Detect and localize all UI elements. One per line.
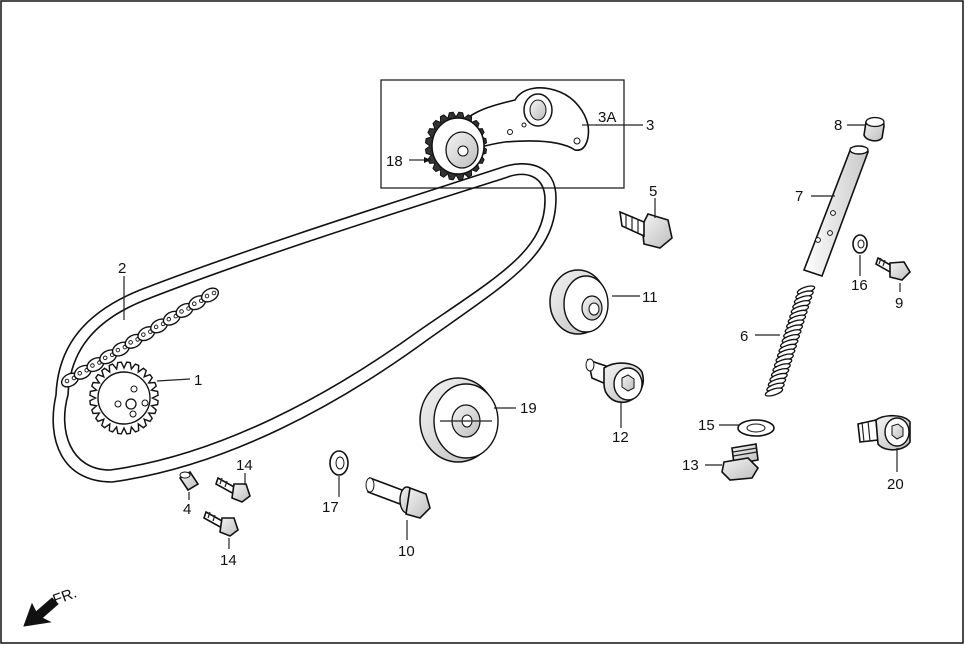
callout-4: 4 <box>183 501 191 518</box>
callout-5: 5 <box>649 183 657 200</box>
washer-17 <box>329 450 349 476</box>
sealing-washer-15 <box>737 419 775 437</box>
flange-bolt-10 <box>365 476 431 519</box>
front-indicator-text: FR. <box>51 585 80 609</box>
callout-1: 1 <box>194 372 202 389</box>
callout-9: 9 <box>895 295 903 312</box>
dowel-pin-4 <box>178 470 200 492</box>
callout-20: 20 <box>887 476 904 493</box>
cam-chain <box>52 163 557 483</box>
callout-14-upper: 14 <box>236 457 253 474</box>
guide-roller-19 <box>419 377 499 463</box>
front-direction-arrow: FR. <box>23 585 80 627</box>
pivot-bolt-12 <box>585 358 644 404</box>
callout-11: 11 <box>642 289 658 306</box>
callout-3a: 3A <box>598 109 616 126</box>
tensioner-assembly-box <box>380 79 625 189</box>
bolt-9 <box>875 256 912 281</box>
callout-14-lower: 14 <box>220 552 237 569</box>
callout-7: 7 <box>795 188 803 205</box>
tensioner-arm <box>454 87 590 157</box>
flange-bolt-5 <box>619 210 673 249</box>
callout-6: 6 <box>740 328 748 345</box>
cam-sprocket <box>89 361 159 435</box>
callout-16: 16 <box>851 277 868 294</box>
callout-10: 10 <box>398 543 415 560</box>
callout-3: 3 <box>646 117 654 134</box>
leader-lines <box>123 124 901 549</box>
bolt-14-upper <box>215 476 251 503</box>
rod-cap <box>863 116 885 142</box>
tensioner-rod <box>802 145 870 278</box>
tensioner-spring <box>764 285 816 397</box>
callout-19: 19 <box>520 400 537 417</box>
chain-link-segment <box>60 287 220 388</box>
callout-8: 8 <box>834 117 842 134</box>
callout-17: 17 <box>322 499 339 516</box>
tensioner-sprocket <box>424 111 488 181</box>
callout-12: 12 <box>612 429 629 446</box>
guide-roller-11 <box>549 269 609 335</box>
washer-16 <box>852 234 868 254</box>
bolt-14-lower <box>203 510 239 537</box>
callout-15: 15 <box>698 417 715 434</box>
callout-2: 2 <box>118 260 126 277</box>
callout-18: 18 <box>386 153 403 170</box>
sealing-plug-13 <box>721 443 760 481</box>
tensioner-bolt-20 <box>857 414 911 451</box>
callout-labels: 1 2 3 3A 4 5 6 7 8 9 10 11 12 13 14 14 1… <box>118 109 904 569</box>
callout-13: 13 <box>682 457 699 474</box>
